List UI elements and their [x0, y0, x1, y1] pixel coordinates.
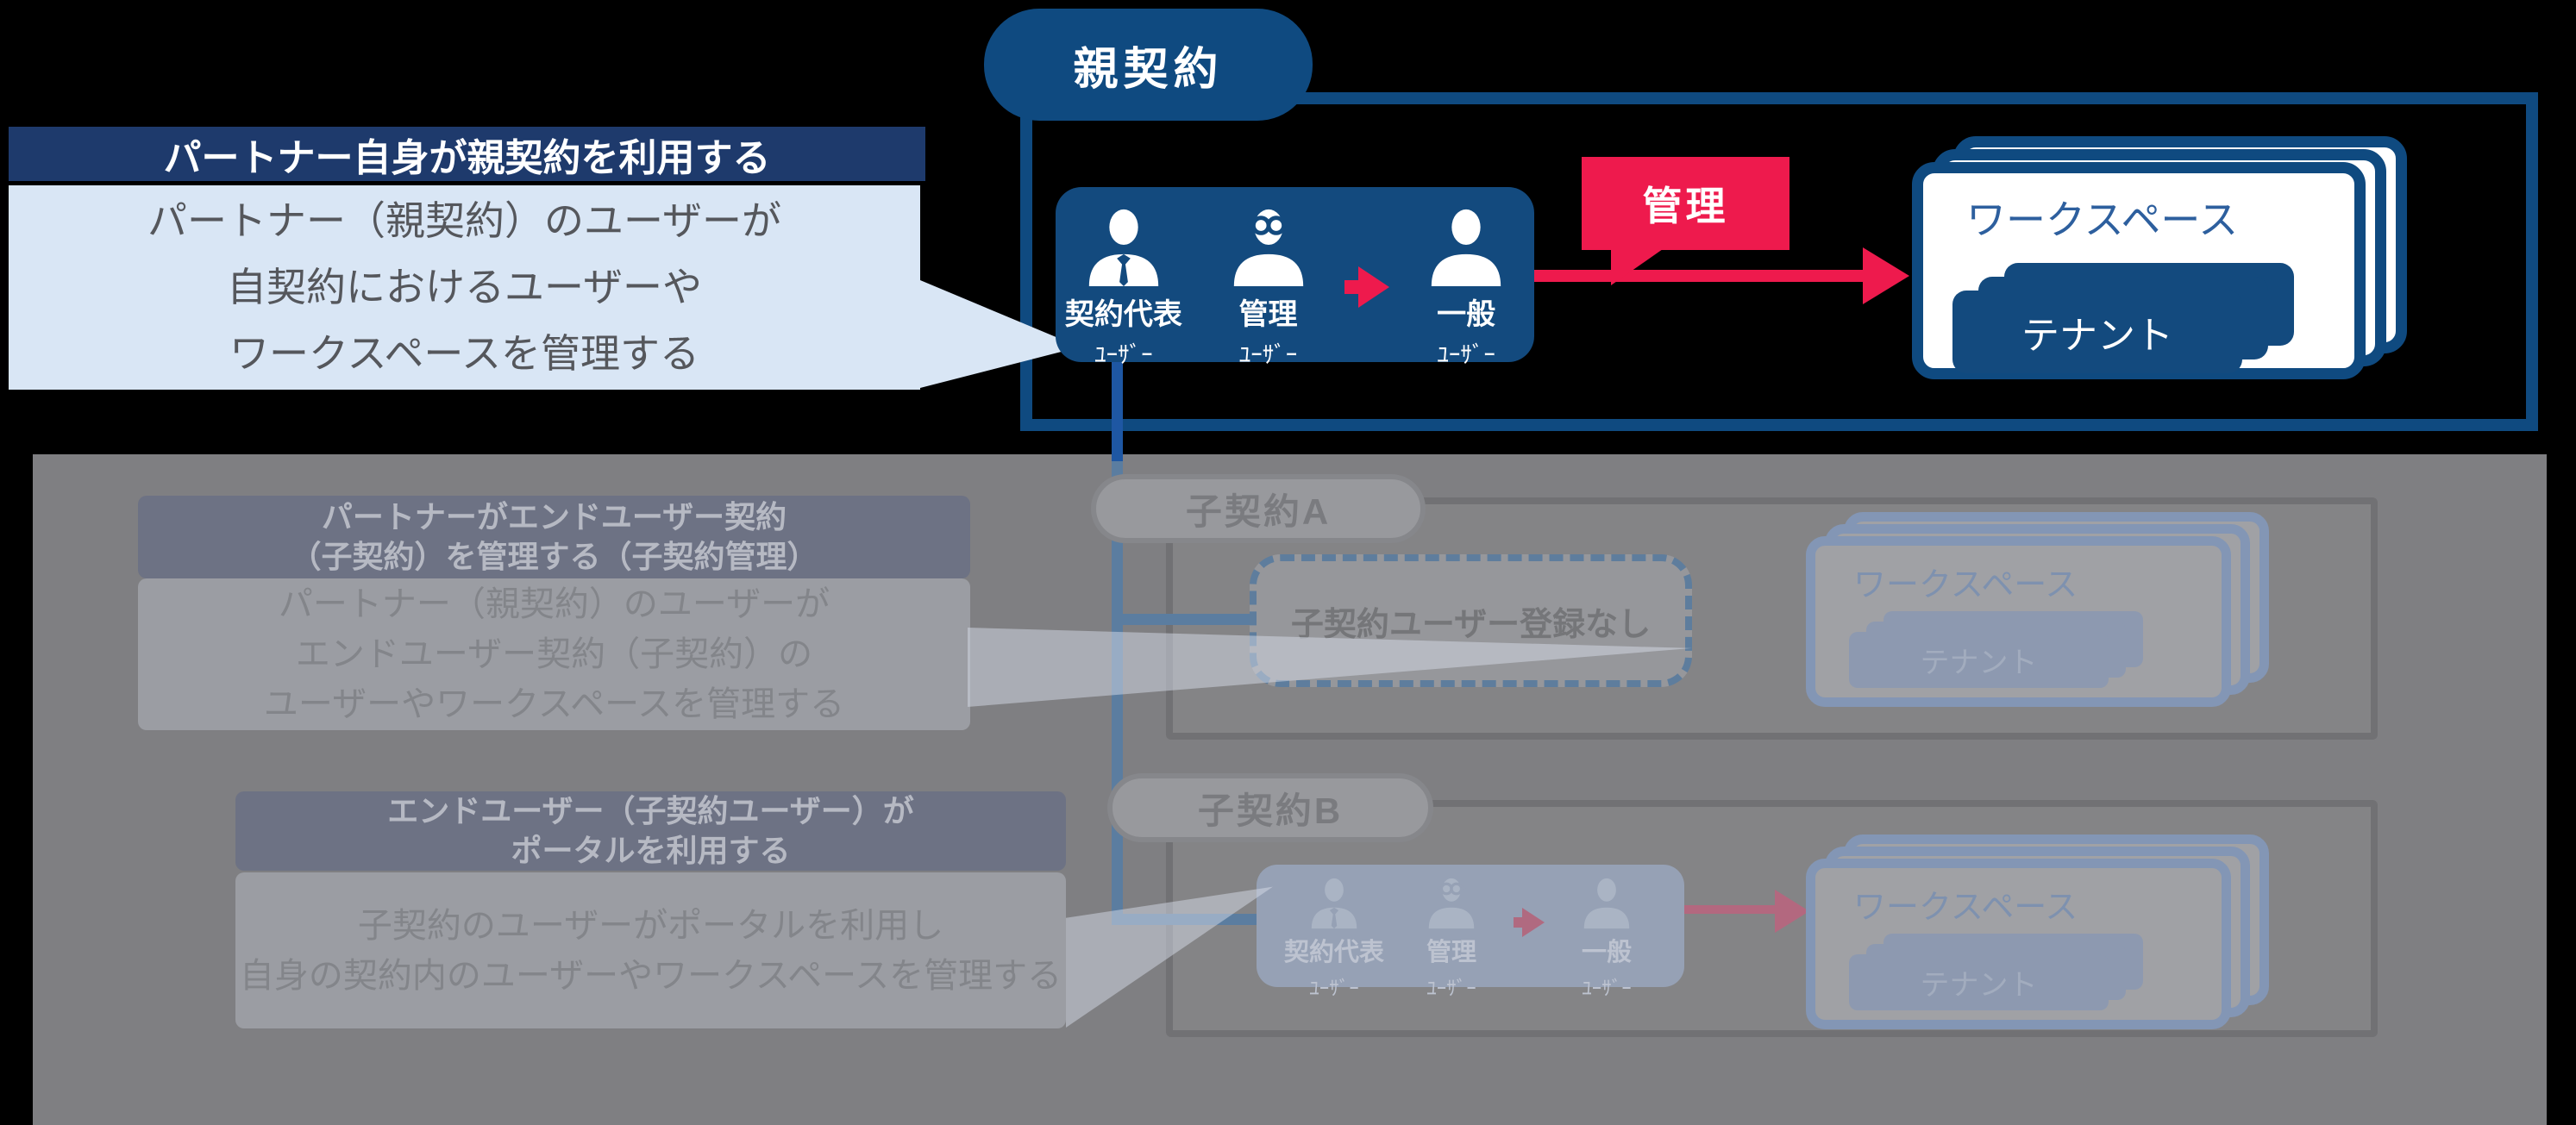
- user-general: 一般 ﾕｰｻﾞｰ: [1551, 875, 1662, 1001]
- person-tie-icon: [1088, 209, 1159, 287]
- user-contract-representative: 契約代表 ﾕｰｻﾞｰ: [1056, 204, 1192, 370]
- parent-contract-users-box: 契約代表 ﾕｰｻﾞｰ 管理 ﾕｰｻﾞｰ 一般: [1056, 187, 1534, 368]
- user-role-label: 一般: [1581, 939, 1632, 966]
- user-flow-arrow-icon: [1514, 908, 1545, 937]
- body-line: エンドユーザー契約（子契約）の: [295, 635, 813, 673]
- user-sub-label: ﾕｰｻﾞｰ: [1238, 342, 1298, 368]
- person-icon: [1583, 878, 1630, 929]
- parent-contract-label: 親契約: [984, 9, 1313, 121]
- body-line: 自身の契約内のユーザーやワークスペースを管理する: [239, 956, 1062, 995]
- manage-arrow-shaft: [1534, 270, 1872, 282]
- body-line: ユーザーやワークスペースを管理する: [263, 685, 845, 723]
- end-user-portal-description: 子契約のユーザーがポータルを利用し 自身の契約内のユーザーやワークスペースを管理…: [235, 872, 1066, 1028]
- user-sub-label: ﾕｰｻﾞｰ: [1094, 342, 1153, 368]
- connector-branch-to-contract-a: [1123, 614, 1257, 625]
- user-flow-arrow-icon: [1344, 266, 1390, 308]
- manage-arrow-head: [1863, 247, 1909, 304]
- end-user-portal-title: エンドユーザー（子契約ユーザー）が ポータルを利用する: [235, 791, 1066, 871]
- person-glasses-icon: [1428, 878, 1475, 929]
- connector-vertical-upper: [1112, 362, 1123, 461]
- child-contract-a-label: 子契約A: [1091, 474, 1426, 543]
- tenant-card-front: テナント: [1952, 291, 2242, 373]
- tenant-label: テナント: [1920, 647, 2038, 679]
- tenant-card-front: テナント: [1849, 632, 2109, 688]
- body-line: 子契約のユーザーがポータルを利用し: [357, 906, 944, 945]
- manage-tag-tail: [1611, 249, 1663, 285]
- user-sub-label: ﾕｰｻﾞｰ: [1437, 342, 1495, 368]
- workspace-label: ワークスペース: [1966, 197, 2239, 242]
- title-line: （子契約）を管理する（子契約管理）: [290, 539, 818, 574]
- user-sub-label: ﾕｰｻﾞｰ: [1426, 977, 1476, 999]
- tenant-card-front: テナント: [1849, 954, 2109, 1010]
- body-line: パートナー（親契約）のユーザーが: [278, 585, 830, 623]
- workspace-label: ワークスペース: [1853, 890, 2078, 926]
- person-glasses-icon: [1233, 209, 1303, 287]
- manage-arrow-faded-shaft: [1684, 905, 1777, 914]
- child-contract-management-title: パートナーがエンドユーザー契約 （子契約）を管理する（子契約管理）: [138, 496, 970, 578]
- user-sub-label: ﾕｰｻﾞｰ: [1582, 977, 1632, 999]
- user-role-label: 管理: [1238, 298, 1298, 331]
- title-line: エンドユーザー（子契約ユーザー）が: [387, 793, 914, 828]
- user-admin: 管理 ﾕｰｻﾞｰ: [1396, 875, 1507, 1001]
- tenant-label: テナント: [1920, 969, 2038, 1002]
- title-line: パートナーがエンドユーザー契約: [321, 499, 787, 534]
- parent-contract-frame: [1020, 92, 2538, 431]
- child-contract-b-label: 子契約B: [1107, 773, 1433, 842]
- manage-tag: 管理: [1582, 157, 1789, 250]
- user-contract-representative: 契約代表 ﾕｰｻﾞｰ: [1279, 875, 1389, 1001]
- person-tie-icon: [1311, 878, 1357, 929]
- title-line: ポータルを利用する: [511, 833, 791, 868]
- user-admin: 管理 ﾕｰｻﾞｰ: [1200, 204, 1337, 370]
- scenario-description-bubble: パートナー（親契約）のユーザーが 自契約におけるユーザーや ワークスペースを管理…: [9, 185, 920, 390]
- manage-tag-text: 管理: [1642, 184, 1729, 228]
- user-role-label: 一般: [1437, 298, 1496, 331]
- dashed-box-text: 子契約ユーザー登録なし: [1290, 606, 1652, 643]
- manage-arrow-faded-head: [1775, 890, 1809, 933]
- user-sub-label: ﾕｰｻﾞｰ: [1309, 977, 1359, 999]
- scenario-title-bar: パートナー自身が親契約を利用する: [9, 127, 925, 181]
- user-role-label: 契約代表: [1283, 939, 1384, 966]
- child-contract-b-users-box: 契約代表 ﾕｰｻﾞｰ 管理 ﾕｰｻﾞｰ 一般: [1257, 865, 1684, 999]
- body-line: ワークスペースを管理する: [229, 331, 700, 376]
- user-general: 一般 ﾕｰｻﾞｰ: [1398, 204, 1534, 370]
- pill-text: 子契約A: [1185, 491, 1332, 532]
- body-line: 自契約におけるユーザーや: [226, 265, 703, 309]
- user-role-label: 管理: [1426, 939, 1476, 966]
- parent-contract-text: 親契約: [1073, 44, 1224, 95]
- tenant-label: テナント: [2021, 315, 2173, 357]
- person-icon: [1431, 209, 1501, 287]
- user-role-label: 契約代表: [1064, 298, 1182, 331]
- scenario-title-text: パートナー自身が親契約を利用する: [163, 136, 771, 179]
- pill-text: 子契約B: [1197, 790, 1344, 831]
- child-contract-management-description: パートナー（親契約）のユーザーが エンドユーザー契約（子契約）の ユーザーやワー…: [138, 578, 970, 730]
- workspace-label: ワークスペース: [1853, 567, 2078, 603]
- body-line: パートナー（親契約）のユーザーが: [147, 198, 782, 243]
